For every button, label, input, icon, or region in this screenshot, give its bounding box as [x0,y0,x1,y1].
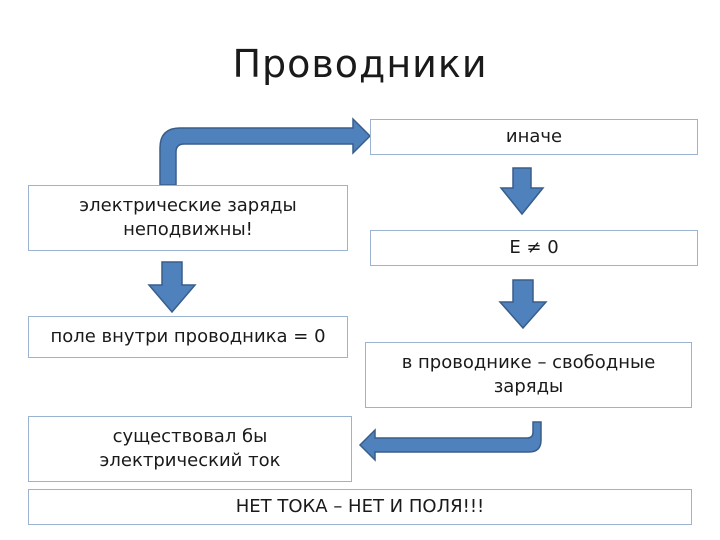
e-not-zero-box: E ≠ 0 [370,230,698,266]
field-inside-box: поле внутри проводника = 0 [28,316,348,358]
down-arrow-2 [147,261,197,314]
bent-arrow-left [358,421,542,462]
down-arrow-3 [498,279,548,330]
conclusion-box: НЕТ ТОКА – НЕТ И ПОЛЯ!!! [28,489,692,525]
field-inside-text: поле внутри проводника = 0 [50,325,326,347]
down-arrow-1 [499,167,545,216]
bent-arrow-right [159,117,372,186]
free-charges-box: в проводнике – свободные заряды [365,342,692,408]
free-charges-text: в проводнике – свободные заряды [401,351,656,397]
charges-static-text: электрические заряды неподвижны! [79,194,297,240]
otherwise-text: иначе [505,125,563,147]
e-not-zero-text: E ≠ 0 [509,236,559,258]
charges-static-box: электрические заряды неподвижны! [28,185,348,251]
slide-title: Проводники [232,42,488,86]
conclusion-text: НЕТ ТОКА – НЕТ И ПОЛЯ!!! [235,495,485,517]
current-would-exist-text: существовал бы электрический ток [99,425,281,471]
current-would-exist-box: существовал бы электрический ток [28,416,352,482]
otherwise-box: иначе [370,119,698,155]
